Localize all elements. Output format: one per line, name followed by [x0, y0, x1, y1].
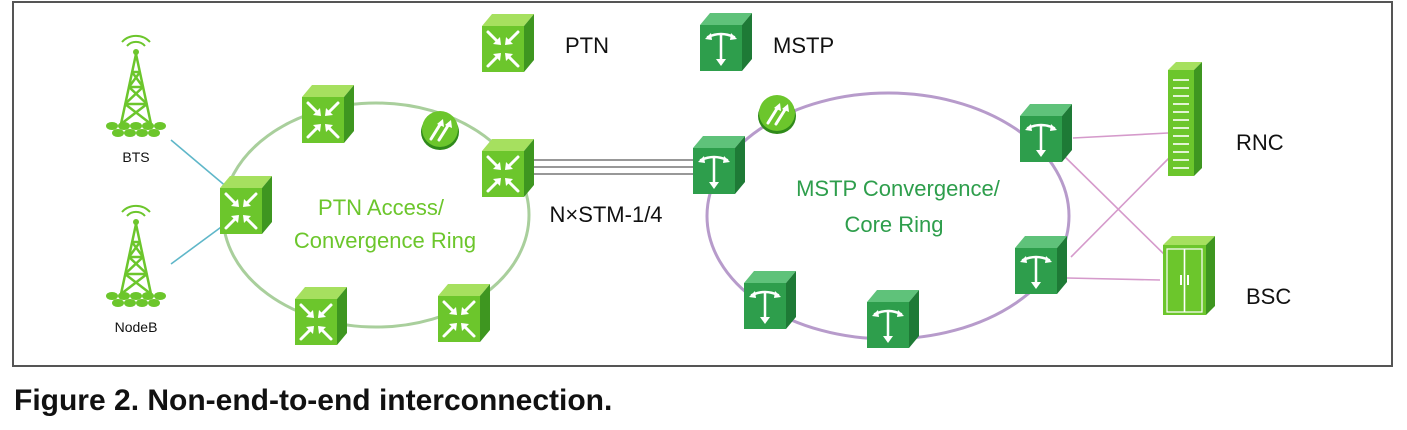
rnc-label: RNC — [1236, 130, 1284, 155]
bsc-label: BSC — [1246, 284, 1291, 309]
ptn-node-bottom-right-icon — [436, 282, 492, 344]
stm-trunk-link — [532, 159, 696, 175]
mstp-node-bottom-icon — [865, 288, 921, 350]
mstp-gateway-node-icon — [691, 134, 747, 196]
bts-access-link — [170, 139, 229, 189]
ptn-node-bottom-left-icon — [293, 285, 349, 347]
legend-mstp-icon — [698, 11, 754, 73]
ptn-ring-label-line2: Convergence Ring — [294, 228, 476, 253]
ptn-gateway-node-icon — [480, 137, 536, 199]
mstp-node-bottom-left-icon — [742, 269, 798, 331]
legend-ptn-label: PTN — [565, 33, 609, 58]
legend-mstp-label: MSTP — [773, 33, 834, 58]
ptn-access-node-icon — [218, 174, 274, 236]
nodeb-label: NodeB — [115, 319, 158, 335]
stm-link-label: N×STM-1/4 — [549, 202, 662, 227]
rnc-cabinet-icon — [1168, 62, 1202, 176]
legend-ptn-icon — [480, 12, 536, 74]
mstp-ring-label-line2: Core Ring — [844, 212, 943, 237]
mstp-node-right-icon — [1013, 234, 1069, 296]
ptn-node-top-icon — [300, 83, 356, 145]
bts-label: BTS — [122, 149, 149, 165]
controller-links — [1057, 132, 1173, 281]
bsc-cabinet-icon — [1163, 236, 1215, 315]
ptn-ring-label-line1: PTN Access/ — [318, 195, 445, 220]
figure-caption: Figure 2. Non-end-to-end interconnection… — [14, 384, 613, 417]
nodeb-access-link — [170, 221, 229, 265]
mstp-node-top-right-icon — [1018, 102, 1074, 164]
mstp-ring-label-line1: MSTP Convergence/ — [796, 176, 1001, 201]
